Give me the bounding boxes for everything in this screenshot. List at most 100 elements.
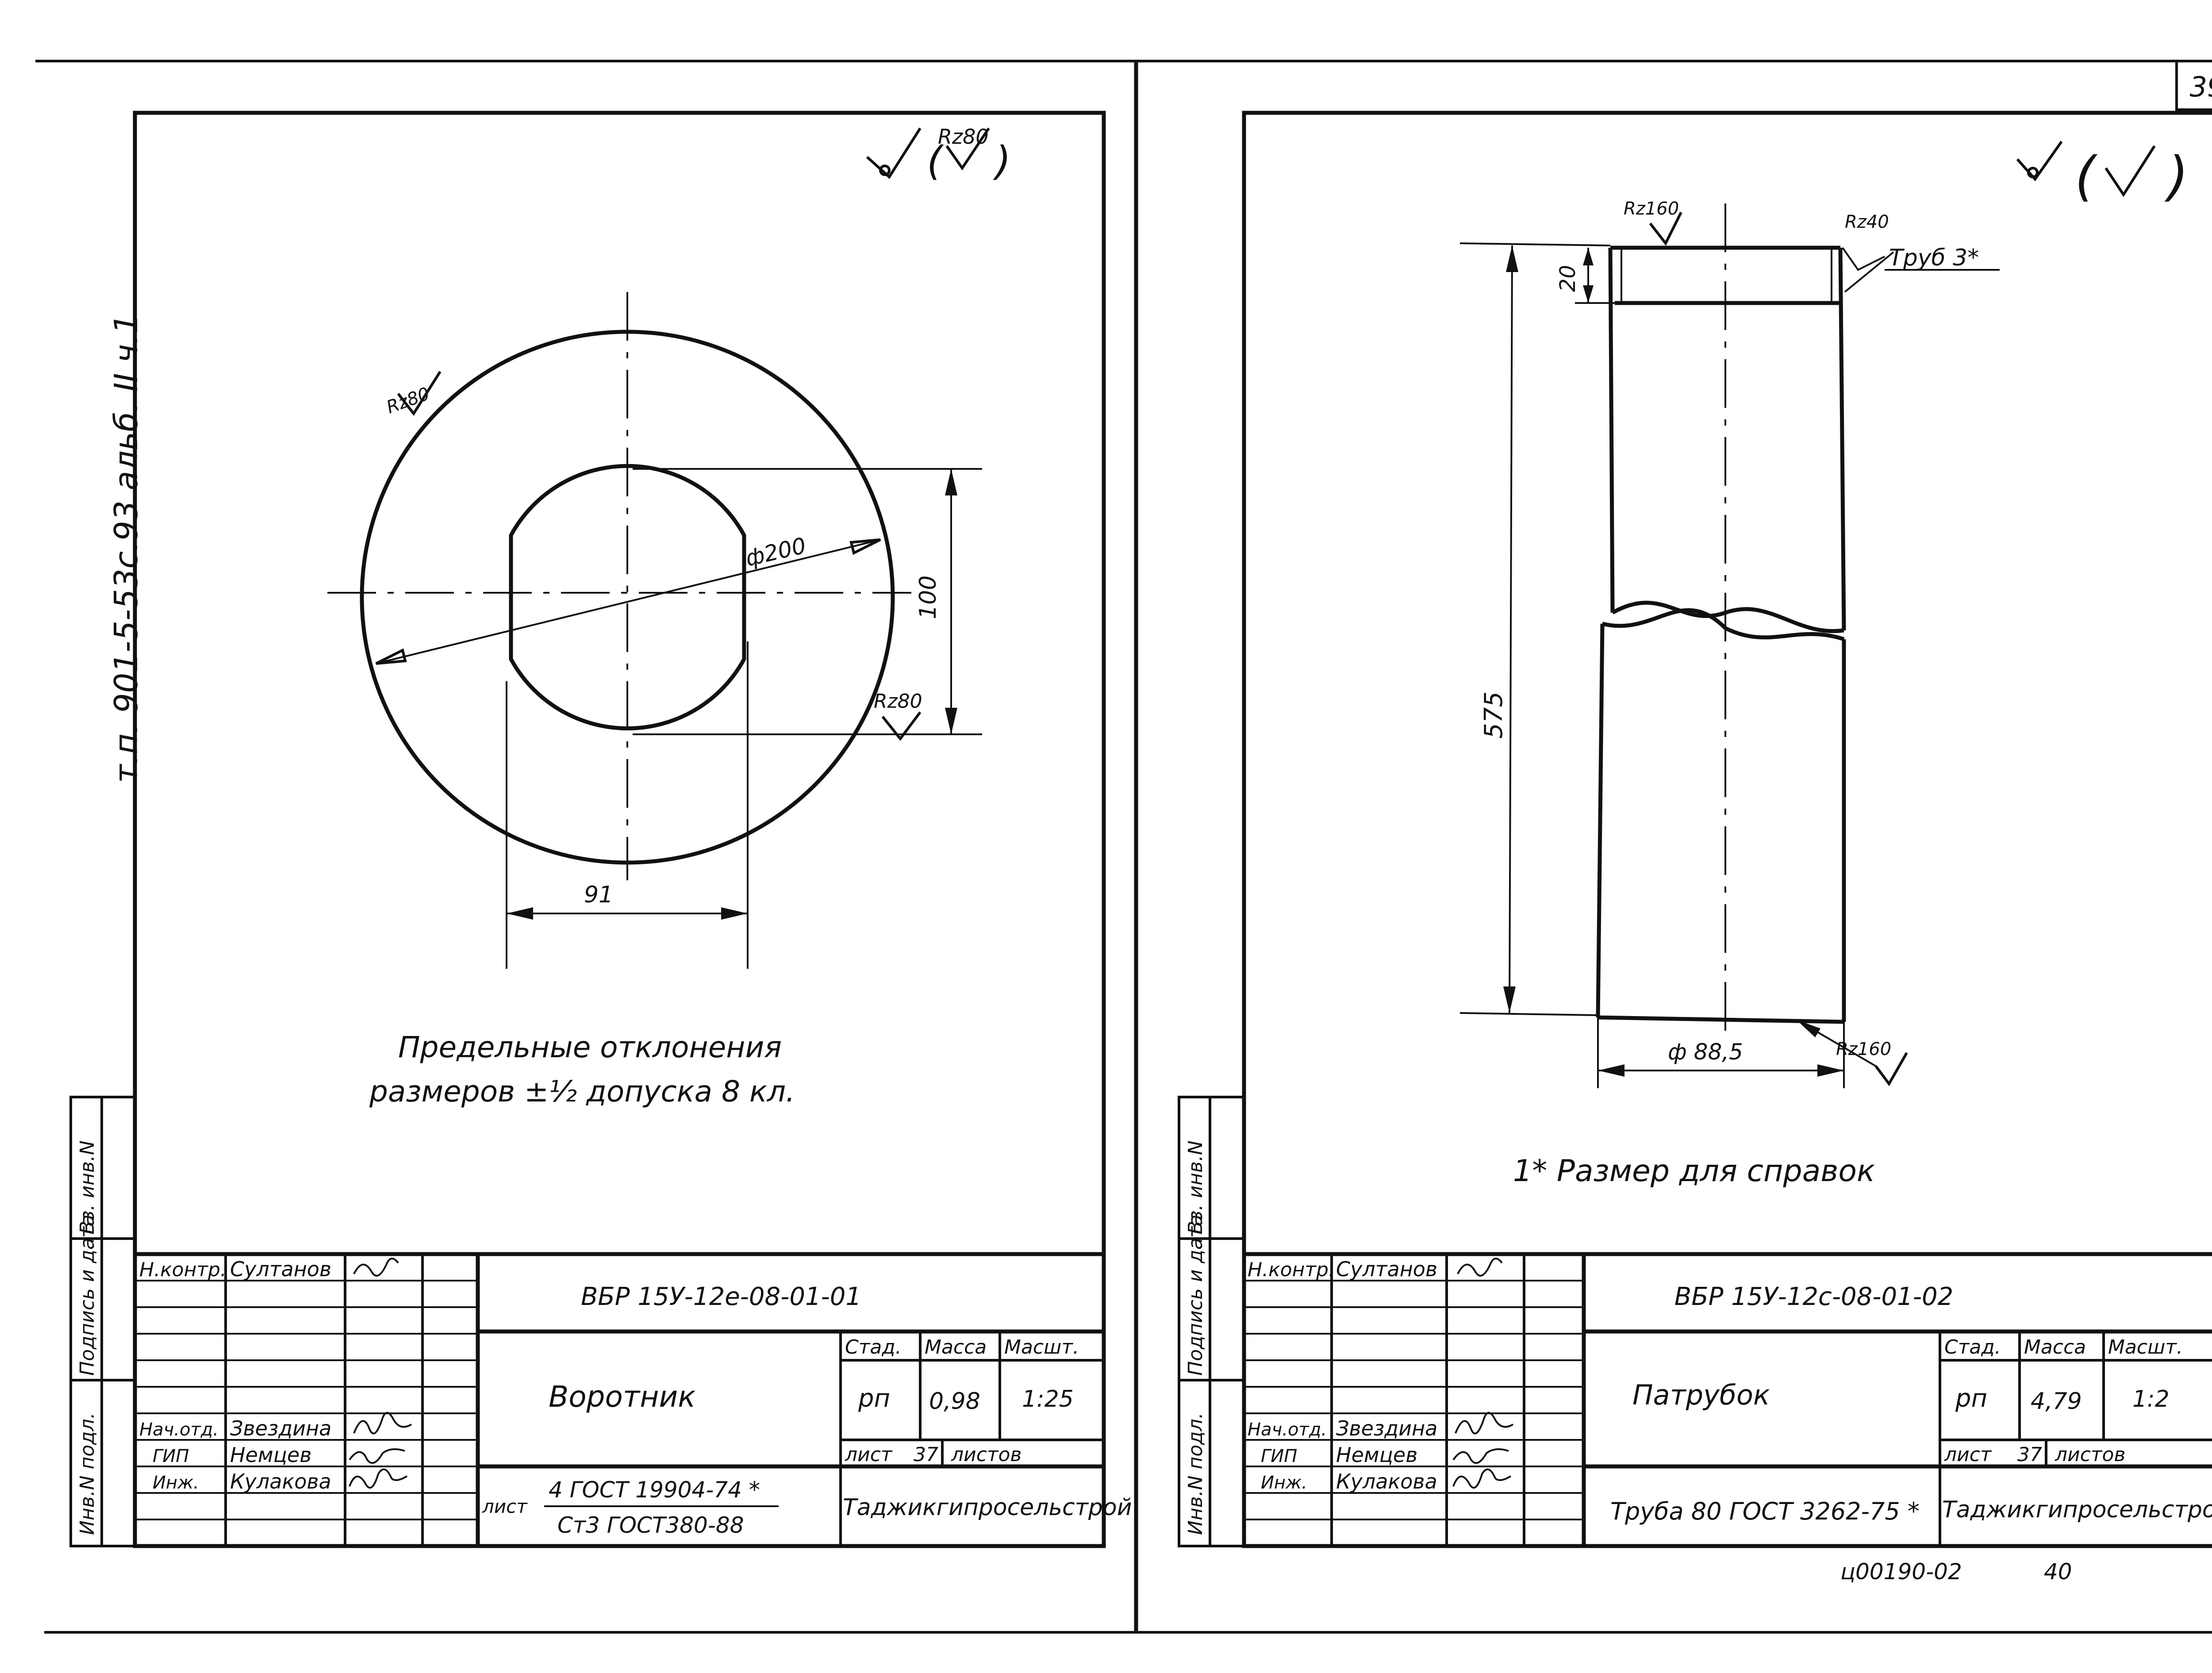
archive-sheet: 40 [2044,1559,2072,1585]
left-mass: 0,98 [929,1388,980,1415]
dim-pipe-diameter: ф 88,5 [1668,1039,1743,1065]
name-normcontrol: Султанов [230,1257,331,1281]
left-material-bottom: Ст3 ГОСТ380-88 [557,1512,744,1538]
left-sheets-label: листов [951,1443,1022,1466]
signature-normcontrol [353,1258,399,1277]
name-head: Звездина [230,1416,331,1440]
left-title-block: Н.контр. Султанов Нач.отд. Звездина ГИП … [135,1252,1132,1546]
name-gip-right: Немцев [1336,1443,1417,1467]
name-engineer: Кулакова [230,1470,331,1493]
dim-diameter-line [376,539,881,664]
name-head-right: Звездина [1336,1416,1437,1440]
dim-flat-height: 100 [915,576,941,619]
roughness-bottom: Rz160 [1836,1039,1891,1059]
side-label-inv-right: Инв.N подл. [1184,1412,1207,1535]
tolerance-note-line1: Предельные отклонения [398,1030,782,1064]
left-stage: рп [858,1384,890,1413]
role-engineer: Инж. [153,1473,199,1493]
roughness-top-right: Rz40 [1845,212,1889,232]
signature-gip [349,1448,405,1464]
collar-inner-opening [509,464,746,731]
page-number-box: 39 [2175,60,2212,111]
svg-text:): ) [993,138,1011,184]
roughness-inner: Rz80 [874,690,922,713]
roughness-outer: Rz80 [384,384,432,418]
role-gip-right: ГИП [1261,1446,1297,1466]
left-sheet: Инв.N подл. Подпись и дата Вз. инв.N ( )… [69,111,1132,1548]
role-engineer-right: Инж. [1261,1473,1307,1493]
roughness-top-left: Rz160 [1624,199,1679,219]
svg-text:): ) [2164,146,2189,207]
left-material-top: 4 ГОСТ 19904-74 * [549,1477,760,1503]
signature-engineer-right [1452,1468,1512,1489]
role-head-right: Нач.отд. [1248,1420,1327,1440]
left-designation: ВБР 15У-12е-08-01-01 [581,1282,861,1311]
side-label-inv2: Вз. инв.N [76,1140,99,1234]
signature-engineer [349,1468,408,1489]
dim-length: 575 [1479,691,1508,739]
left-organization: Таджикгипросельстрой [843,1494,1132,1521]
right-title-block: Н.контр. Султанов Нач.отд. Звездина ГИП … [1244,1252,2212,1546]
left-frame [133,111,1106,1548]
pipe-break-top [1611,601,1844,633]
svg-text:(: ( [927,138,944,184]
header-stage: Стад. [845,1336,902,1358]
name-normcontrol-right: Султанов [1336,1257,1437,1281]
name-engineer-right: Кулакова [1336,1470,1437,1493]
pipe-bottom-edge [1598,1015,1844,1024]
signature-head-right [1455,1412,1514,1435]
tolerance-note-line2: размеров ±½ допуска 8 кл. [369,1074,795,1109]
right-sheet-label: лист [1944,1443,1992,1466]
svg-text:(: ( [2075,146,2098,207]
role-head: Нач.отд. [139,1420,219,1440]
signature-normcontrol-right [1457,1258,1503,1277]
right-organization: Таджикгипросельстрой [1942,1496,2212,1523]
right-mass: 4,79 [2031,1388,2082,1415]
dim-flat-width: 91 [584,882,613,908]
reference-note: 1* Размер для справок [1513,1154,1875,1189]
pipe-break-bottom [1601,608,1845,641]
side-label-signature: Подпись и дата [76,1215,99,1376]
roughness-general-mark: ( ) Rz80 [866,125,1011,184]
right-designation: ВБР 15У-12с-08-01-02 [1674,1282,1953,1311]
header-mass: Масса [925,1336,987,1358]
left-part-name: Воротник [549,1380,695,1414]
header-mass-right: Масса [2024,1336,2086,1358]
right-sheet: Инв.N подл. Подпись и дата Вз. инв.N ( ) [1178,111,2212,1585]
left-scale: 1:25 [1022,1386,1074,1412]
album-reference: т.п. 901-5-53с.93 альб. II ч.1 [108,314,145,783]
dim-band: 20 [1555,265,1580,292]
header-stage-right: Стад. [1944,1336,2001,1358]
archive-code: ц00190-02 [1840,1559,1962,1585]
left-side-column: Инв.N подл. Подпись и дата Вз. инв.N [69,1096,136,1547]
role-normcontrol: Н.контр. [139,1259,227,1281]
header-scale-right: Масшт. [2108,1336,2183,1358]
side-label-signature-right: Подпись и дата [1184,1215,1207,1376]
pipe-note: Труб 3* [1889,245,1979,271]
roughness-general-mark-right: ( ) [2016,141,2189,207]
pipe-drawing: 575 20 ф 88,5 Rz160 Rz40 Труб 3* [1459,199,2000,1088]
right-sheet-no: 37 [2017,1443,2042,1466]
roughness-general: Rz80 [938,125,989,149]
dim-length-line [1509,245,1513,1013]
role-gip: ГИП [153,1446,189,1466]
left-sheet-label: лист [845,1443,893,1466]
right-stage: рп [1955,1384,1987,1413]
role-normcontrol-right: Н.контр. [1248,1259,1335,1281]
left-sheet-no: 37 [914,1443,938,1466]
page-number: 39 [2190,71,2212,103]
right-side-column: Инв.N подл. Подпись и дата Вз. инв.N [1178,1096,1245,1547]
right-frame [1242,111,2212,1548]
left-material-prefix: лист [482,1496,528,1517]
side-label-inv: Инв.N подл. [76,1412,99,1535]
header-scale: Масшт. [1004,1336,1079,1358]
side-label-inv2-right: Вз. инв.N [1184,1140,1207,1234]
name-gip: Немцев [230,1443,311,1467]
right-part-name: Патрубок [1632,1379,1770,1411]
signature-gip-right [1452,1448,1509,1464]
right-scale: 1:2 [2132,1386,2170,1412]
signature-head [353,1412,412,1435]
right-material: Труба 80 ГОСТ 3262-75 * [1610,1497,1920,1525]
collar-drawing: ф200 100 91 Rz80 Rz80 [327,292,982,969]
